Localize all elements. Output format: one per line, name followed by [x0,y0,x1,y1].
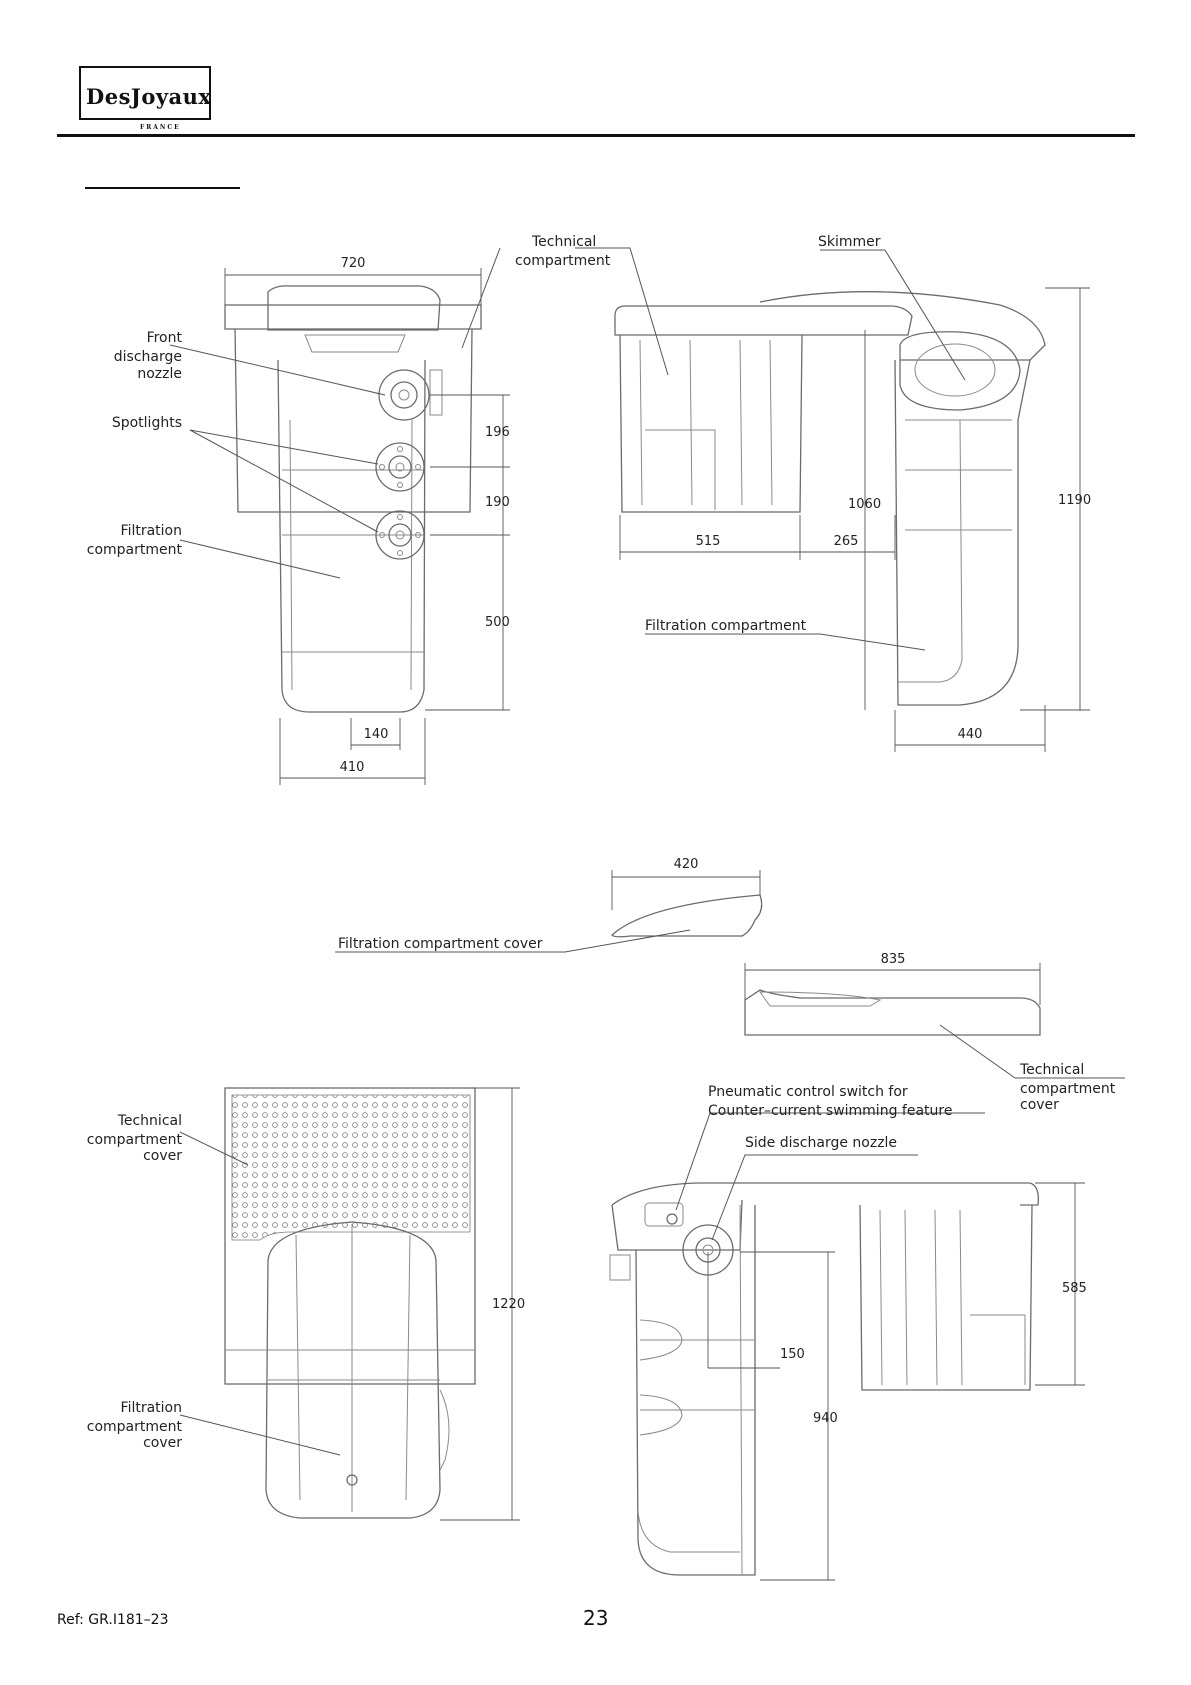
label-technical-cover-2: compartment [1020,1081,1116,1097]
dim-front-bottom: 140 [364,727,389,742]
side-view: Technical compartment Skimmer Filtration… [515,234,1091,752]
page-number: 23 [583,1606,609,1630]
label-top-technical-cover-3: cover [143,1148,182,1164]
dim-side-265: 265 [834,534,859,549]
dim-technical-cover: 835 [881,952,906,967]
label-skimmer: Skimmer [818,234,881,250]
label-filtration-2: compartment [87,542,183,558]
brand-logo-subtext: FRANCE [140,124,181,131]
dim-side-1060: 1060 [848,497,881,512]
front-view: Front discharge nozzle Spotlights Filtra… [87,247,510,785]
label-technical-cover-3: cover [1020,1097,1059,1113]
label-top-technical-cover-1: Technical [117,1113,182,1129]
footer-reference: Ref: GR.I181–23 [57,1612,169,1628]
label-filtration-cover: Filtration compartment cover [338,936,543,952]
dim-front-width-top: 720 [341,256,366,271]
label-top-filtration-cover-1: Filtration [121,1400,182,1416]
dim-filtration-cover: 420 [674,857,699,872]
section-title-underline [85,187,240,189]
label-side-filtration: Filtration compartment [645,618,807,634]
label-technical-1: Technical [531,234,596,250]
dim-rear-nozzle: 150 [780,1347,805,1362]
label-top-technical-cover-2: compartment [87,1132,183,1148]
header-rule [57,134,1135,137]
label-side-discharge: Side discharge nozzle [745,1135,897,1151]
dim-front-width-bottom: 410 [340,760,365,775]
dim-side-440: 440 [958,727,983,742]
dim-top-height: 1220 [492,1297,525,1312]
label-filtration-1: Filtration [121,523,182,539]
rear-view: Pneumatic control switch for Counter–cur… [609,1084,1087,1581]
dim-front-spot1: 196 [485,425,510,440]
dim-side-1190: 1190 [1058,493,1091,508]
label-pneumatic-1: Pneumatic control switch for [708,1084,908,1100]
brand-logo [79,66,211,120]
brand-logo-text: DesJoyaux [86,84,212,109]
label-front-discharge-2: discharge [114,349,182,365]
label-technical-2: compartment [515,253,611,269]
label-front-discharge-1: Front [147,330,183,346]
label-pneumatic-2: Counter–current swimming feature [708,1103,952,1119]
covers-view: Filtration compartment cover 420 Technic… [335,857,1125,1113]
label-front-discharge-3: nozzle [137,366,182,382]
dim-side-515: 515 [696,534,721,549]
label-technical-cover-1: Technical [1019,1062,1084,1078]
dim-front-lower: 500 [485,615,510,630]
dim-front-spot2: 190 [485,495,510,510]
top-view: Technical compartment cover Filtration c… [87,1087,525,1521]
dim-rear-585: 585 [1062,1281,1087,1296]
label-top-filtration-cover-3: cover [143,1435,182,1451]
label-top-filtration-cover-2: compartment [87,1419,183,1435]
dim-rear-940: 940 [813,1411,838,1426]
label-spotlights: Spotlights [112,415,182,431]
